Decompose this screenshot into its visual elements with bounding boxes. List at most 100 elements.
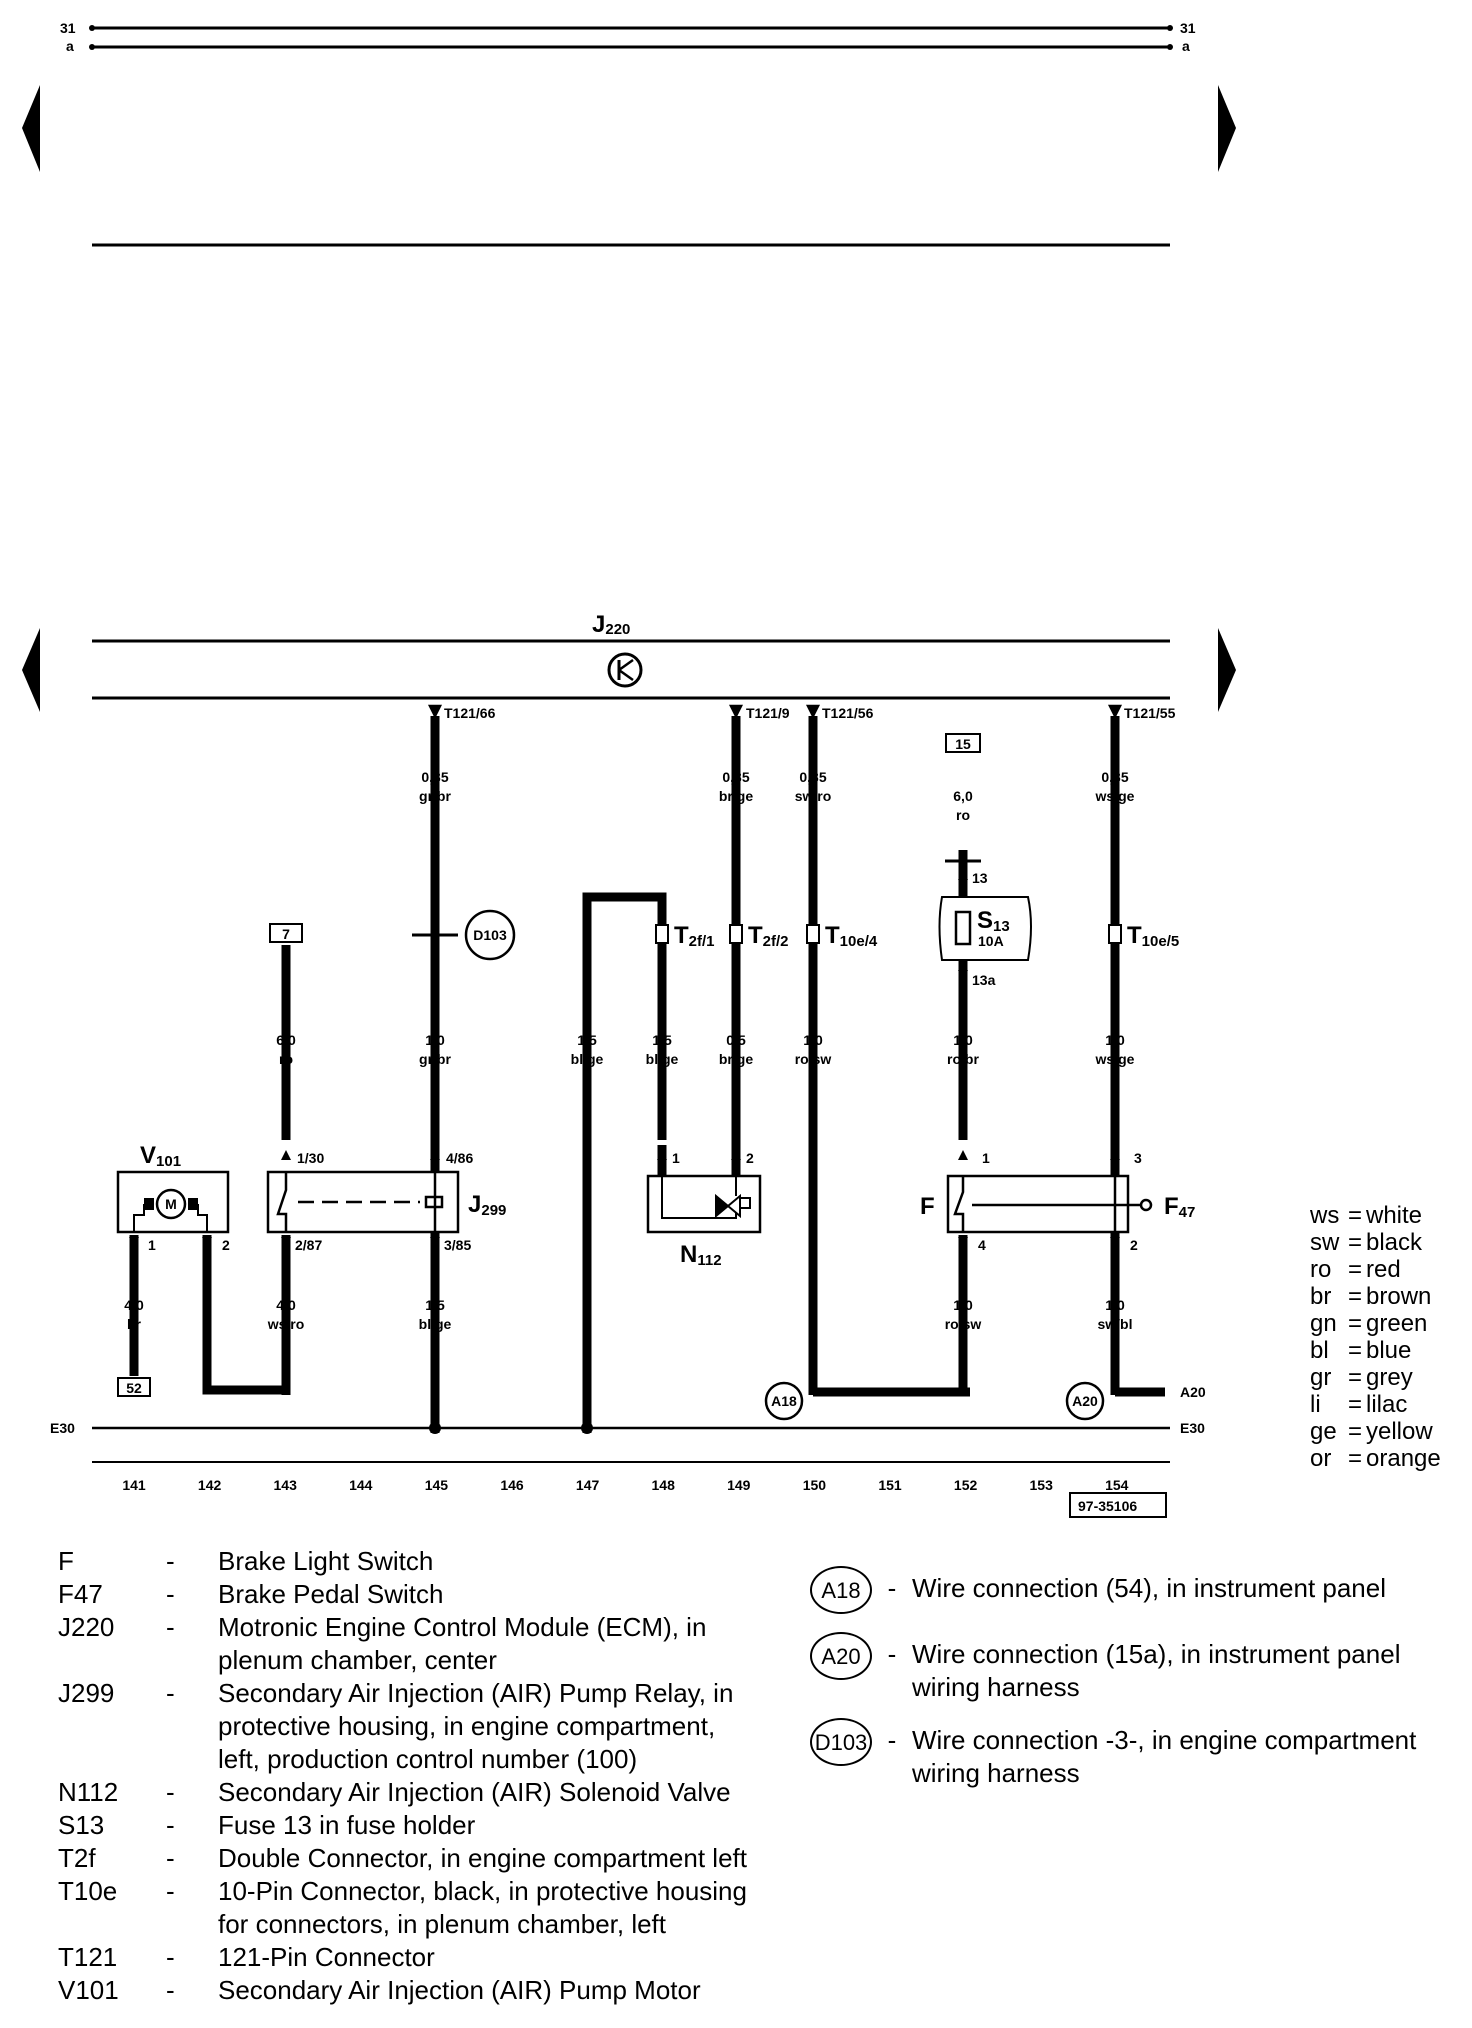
v101-label: V101: [140, 1142, 181, 1170]
color-eq: =: [1348, 1256, 1363, 1283]
fuse-pin-13: 13: [972, 870, 988, 886]
previous-section-arrow-icon[interactable]: [22, 628, 40, 712]
previous-page-arrow-icon[interactable]: [22, 85, 40, 172]
component-code: F: [58, 1546, 74, 1576]
fuse-s13: S13 10A: [938, 896, 1032, 961]
color-name: orange: [1366, 1445, 1441, 1472]
brake-switch-icon: [953, 1176, 1153, 1232]
f-pin-4: 4: [978, 1237, 986, 1253]
f-pin-1: 1: [982, 1150, 990, 1166]
component-dash: -: [166, 1546, 175, 1576]
w147-mid-color: bl/ge: [571, 1051, 604, 1067]
color-legend-row: gn=green: [1310, 1310, 1441, 1337]
color-legend-row: ro =red: [1310, 1256, 1441, 1283]
connection-legend-row: A20-Wire connection (15a), in instrument…: [810, 1632, 1432, 1704]
w147-mid-gauge: 1,5: [577, 1032, 597, 1048]
track-number: 143: [274, 1477, 298, 1493]
terminal-52: 52: [126, 1380, 142, 1396]
connection-code: D103: [810, 1718, 872, 1766]
component-code: J220: [58, 1612, 115, 1642]
color-code: sw: [1310, 1229, 1340, 1256]
page-marker-left-sub: a: [66, 38, 74, 54]
f47-pin-2: 2: [1130, 1237, 1138, 1253]
w152-top-gauge: 6,0: [953, 788, 973, 804]
color-code: bl: [1310, 1337, 1329, 1364]
color-code: ro: [1310, 1256, 1332, 1283]
component-dash: -: [166, 1777, 175, 1807]
connection-dash: -: [887, 1639, 897, 1669]
j299-pin-486: 4/86: [446, 1150, 473, 1166]
connection-dash: -: [887, 1725, 897, 1755]
component-dash: -: [166, 1579, 175, 1609]
color-code: gr: [1310, 1364, 1332, 1391]
page-marker-right: 31: [1180, 20, 1196, 36]
track-number: 150: [803, 1477, 827, 1493]
next-section-arrow-icon[interactable]: [1218, 628, 1236, 712]
w152-top-color: ro: [956, 807, 970, 823]
e30-right-label: E30: [1180, 1420, 1205, 1436]
w150-mid-color: ro/sw: [795, 1051, 832, 1067]
track-number: 148: [652, 1477, 676, 1493]
color-code: ws: [1310, 1202, 1340, 1229]
component-desc: Fuse 13 in fuse holder: [218, 1810, 476, 1840]
svg-text:A20: A20: [1072, 1393, 1098, 1409]
w154-mid-color: ws/ge: [1095, 1051, 1135, 1067]
color-legend-row: ws=white: [1310, 1202, 1441, 1229]
connection-legend-row: A18-Wire connection (54), in instrument …: [810, 1566, 1432, 1614]
w149-mid-gauge: 0,5: [726, 1032, 746, 1048]
w145-bot-color: bl/ge: [419, 1316, 452, 1332]
w149-top-gauge: 0,35: [722, 769, 749, 785]
component-legend-row: T10e-10-Pin Connector, black, in protect…: [58, 1875, 758, 1941]
svg-text:A18: A18: [771, 1393, 797, 1409]
j299-label: J299: [468, 1191, 506, 1219]
track-number: 141: [122, 1477, 146, 1493]
component-desc: Brake Pedal Switch: [218, 1579, 444, 1609]
component-dash: -: [166, 1876, 175, 1906]
v101-box: [116, 1170, 230, 1234]
color-legend-row: or=orange: [1310, 1445, 1441, 1472]
page-marker-left: 31: [60, 20, 76, 36]
w145-mid-color: gr/br: [419, 1051, 451, 1067]
color-code: li: [1310, 1391, 1321, 1418]
color-name: black: [1366, 1229, 1423, 1256]
pin-t121-66: T121/66: [444, 705, 496, 721]
color-name: yellow: [1366, 1418, 1433, 1445]
w145-top-gauge: 0,35: [421, 769, 448, 785]
w154-bot-gauge: 1,0: [1105, 1297, 1125, 1313]
solenoid-valve-icon: [661, 1176, 751, 1219]
connector-t2f2: T2f/2: [748, 922, 789, 950]
connection-code: A20: [810, 1632, 872, 1680]
color-code: ge: [1310, 1418, 1337, 1445]
terminal-7: 7: [282, 926, 290, 942]
color-name: red: [1366, 1256, 1401, 1283]
component-desc: Double Connector, in engine compartment …: [218, 1843, 747, 1873]
track-number: 154: [1105, 1477, 1129, 1493]
n112-pin-2: 2: [746, 1150, 754, 1166]
w148-mid-color: bl/ge: [646, 1051, 679, 1067]
w152-bot-gauge: 1,0: [953, 1297, 973, 1313]
connection-desc: Wire connection (54), in instrument pane…: [912, 1573, 1387, 1603]
component-desc: 121-Pin Connector: [218, 1942, 435, 1972]
page-marker-right-sub: a: [1182, 38, 1190, 54]
w143-bot-gauge: 4,0: [276, 1297, 296, 1313]
color-code: gn: [1310, 1310, 1337, 1337]
color-code: or: [1310, 1445, 1332, 1472]
wiring-diagram: 31 a 31 a J220 T121/66 T121/9 T121/56 T1…: [22, 20, 1236, 1518]
w143-mid-gauge: 6,0: [276, 1032, 296, 1048]
component-code: N112: [58, 1777, 119, 1807]
ecm-transistor-icon: [607, 652, 643, 688]
component-legend-row: V101-Secondary Air Injection (AIR) Pump …: [58, 1974, 758, 2007]
color-name: white: [1366, 1202, 1423, 1229]
color-eq: =: [1348, 1310, 1363, 1337]
w152-mid-gauge: 1,0: [953, 1032, 973, 1048]
pin-t121-56: T121/56: [822, 705, 874, 721]
f-label: F: [920, 1193, 935, 1220]
j299-pin-130: 1/30: [297, 1150, 324, 1166]
component-desc: Brake Light Switch: [218, 1546, 434, 1576]
component-code: T2f: [58, 1843, 96, 1873]
next-page-arrow-icon[interactable]: [1218, 85, 1236, 172]
w148-mid-gauge: 1,5: [652, 1032, 672, 1048]
w145-mid-gauge: 1,0: [425, 1032, 445, 1048]
component-legend-row: J299-Secondary Air Injection (AIR) Pump …: [58, 1677, 758, 1776]
connector-t2f1: T2f/1: [674, 922, 715, 950]
